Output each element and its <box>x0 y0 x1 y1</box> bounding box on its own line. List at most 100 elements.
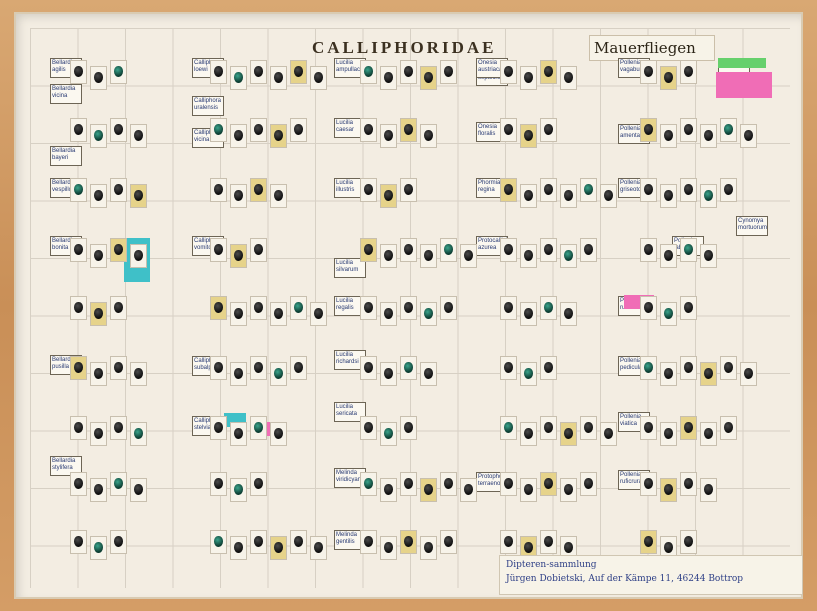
pinned-fly-specimen <box>90 66 107 90</box>
pinned-fly-specimen <box>440 296 457 320</box>
collector-address: Jürgen Dobietski, Auf der Kämpe 11, 4624… <box>506 574 744 584</box>
species-label: Lucilia silvarum <box>334 258 366 278</box>
pinned-fly-specimen <box>600 184 617 208</box>
pinned-fly-specimen <box>540 472 557 496</box>
pinned-fly-specimen <box>400 472 417 496</box>
pinned-fly-specimen <box>110 416 127 440</box>
species-label: Cynomya mortuorum <box>736 216 768 236</box>
pink-tag <box>716 72 772 98</box>
pinned-fly-specimen <box>640 472 657 496</box>
pinned-fly-specimen <box>400 296 417 320</box>
pinned-fly-specimen <box>380 362 397 386</box>
pinned-fly-specimen <box>580 178 597 202</box>
pinned-fly-specimen <box>250 472 267 496</box>
pinned-fly-specimen <box>70 296 87 320</box>
pinned-fly-specimen <box>230 422 247 446</box>
pinned-fly-specimen <box>110 60 127 84</box>
pinned-fly-specimen <box>230 184 247 208</box>
pinned-fly-specimen <box>500 60 517 84</box>
pinned-fly-specimen <box>400 238 417 262</box>
pinned-fly-specimen <box>700 244 717 268</box>
pinned-fly-specimen <box>720 416 737 440</box>
pinned-fly-specimen <box>640 60 657 84</box>
pinned-fly-specimen <box>420 362 437 386</box>
species-label: Bellardia stylifera <box>50 456 82 476</box>
species-label: Lucilia regalis <box>334 296 366 316</box>
pinned-fly-specimen <box>250 118 267 142</box>
pinned-fly-specimen <box>380 184 397 208</box>
pinned-fly-specimen <box>360 60 377 84</box>
pinned-fly-specimen <box>520 124 537 148</box>
pinned-fly-specimen <box>500 472 517 496</box>
pinned-fly-specimen <box>130 362 147 386</box>
pinned-fly-specimen <box>660 244 677 268</box>
pinned-fly-specimen <box>520 244 537 268</box>
pinned-fly-specimen <box>520 478 537 502</box>
pinned-fly-specimen <box>740 124 757 148</box>
pinned-fly-specimen <box>290 296 307 320</box>
pinned-fly-specimen <box>110 118 127 142</box>
pinned-fly-specimen <box>640 238 657 262</box>
pinned-fly-specimen <box>640 296 657 320</box>
pinned-fly-specimen <box>270 184 287 208</box>
pinned-fly-specimen <box>680 118 697 142</box>
pinned-fly-specimen <box>230 66 247 90</box>
collection-name: Dipteren-sammlung <box>506 560 597 570</box>
pinned-fly-specimen <box>360 416 377 440</box>
pinned-fly-specimen <box>90 422 107 446</box>
pinned-fly-specimen <box>110 530 127 554</box>
pinned-fly-specimen <box>290 530 307 554</box>
pinned-fly-specimen <box>70 118 87 142</box>
pinned-fly-specimen <box>680 530 697 554</box>
pinned-fly-specimen <box>680 472 697 496</box>
pinned-fly-specimen <box>270 362 287 386</box>
pinned-fly-specimen <box>310 536 327 560</box>
pinned-fly-specimen <box>210 530 227 554</box>
pinned-fly-specimen <box>660 422 677 446</box>
pinned-fly-specimen <box>360 356 377 380</box>
species-label: Calliphora uralensis <box>192 96 224 116</box>
pinned-fly-specimen <box>680 238 697 262</box>
pinned-fly-specimen <box>90 362 107 386</box>
pinned-fly-specimen <box>540 118 557 142</box>
pinned-fly-specimen <box>90 244 107 268</box>
pinned-fly-specimen <box>680 356 697 380</box>
pinned-fly-specimen <box>250 178 267 202</box>
pinned-fly-specimen <box>500 530 517 554</box>
pinned-fly-specimen <box>680 416 697 440</box>
pinned-fly-specimen <box>580 238 597 262</box>
pinned-fly-specimen <box>520 302 537 326</box>
pinned-fly-specimen <box>250 356 267 380</box>
pinned-fly-specimen <box>210 296 227 320</box>
pinned-fly-specimen <box>270 302 287 326</box>
pinned-fly-specimen <box>420 536 437 560</box>
pinned-fly-specimen <box>230 478 247 502</box>
pinned-fly-specimen <box>110 356 127 380</box>
pinned-fly-specimen <box>70 178 87 202</box>
pinned-fly-specimen <box>500 178 517 202</box>
pinned-fly-specimen <box>580 472 597 496</box>
pinned-fly-specimen <box>210 178 227 202</box>
pinned-fly-specimen <box>640 356 657 380</box>
pinned-fly-specimen <box>640 530 657 554</box>
pinned-fly-specimen <box>400 178 417 202</box>
pinned-fly-specimen <box>230 124 247 148</box>
family-title: CALLIPHORIDAE <box>312 38 497 57</box>
pinned-fly-specimen <box>290 356 307 380</box>
pinned-fly-specimen <box>740 362 757 386</box>
pinned-fly-specimen <box>520 66 537 90</box>
pinned-fly-specimen <box>500 296 517 320</box>
common-name-label: Mauerfliegen <box>590 36 714 60</box>
pinned-fly-specimen <box>360 472 377 496</box>
pinned-fly-specimen <box>440 60 457 84</box>
pinned-fly-specimen <box>210 356 227 380</box>
pinned-fly-specimen <box>680 296 697 320</box>
species-label: Bellardia bayeri <box>50 146 82 166</box>
pinned-fly-specimen <box>210 238 227 262</box>
pinned-fly-specimen <box>360 296 377 320</box>
pinned-fly-specimen <box>70 60 87 84</box>
pinned-fly-specimen <box>400 118 417 142</box>
pinned-fly-specimen <box>560 302 577 326</box>
pinned-fly-specimen <box>560 66 577 90</box>
species-label: Lucilia ampullacea <box>334 58 366 78</box>
